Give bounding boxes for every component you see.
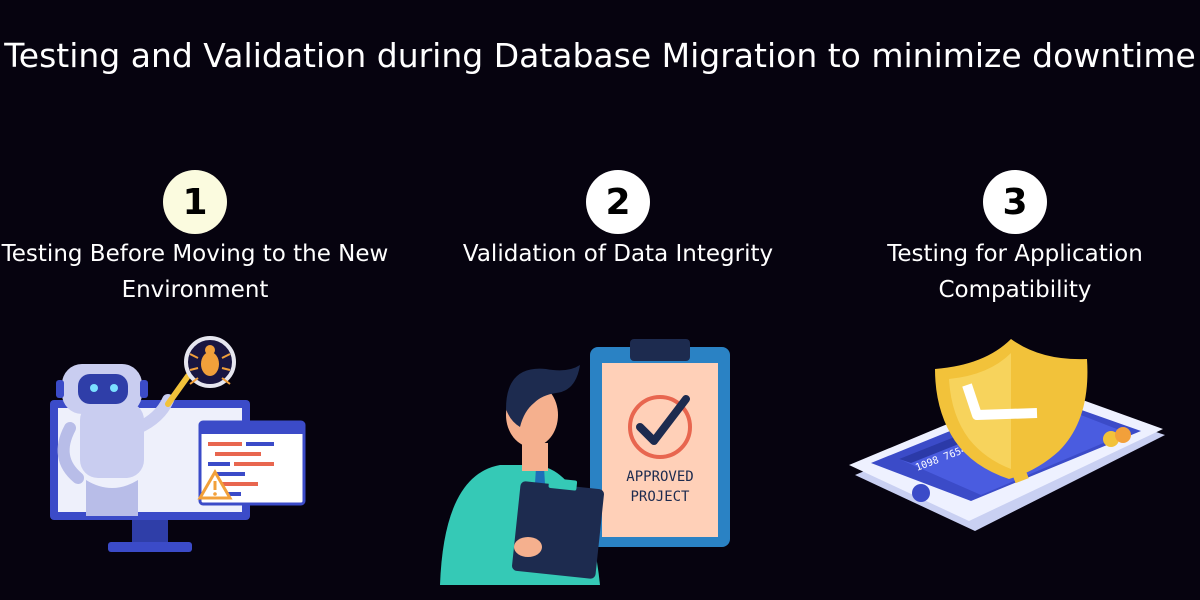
monitor-neck — [132, 520, 168, 542]
page-title: Testing and Validation during Database M… — [4, 36, 1196, 75]
step-1-label: Testing Before Moving to the New Environ… — [1, 241, 389, 303]
bug-icon — [184, 336, 236, 388]
pen-icon — [165, 373, 191, 407]
shield-icon — [935, 339, 1088, 479]
robot-testing-illustration — [50, 336, 306, 552]
clipboard-text-approved: APPROVED — [626, 469, 693, 485]
step-1-number-badge: 1 — [163, 170, 227, 234]
warning-icon — [197, 468, 233, 500]
step-2: 2 Validation of Data Integrity — [418, 170, 818, 272]
monitor-stand — [108, 542, 192, 552]
step-2-label: Validation of Data Integrity — [462, 241, 774, 267]
code-window-titlebar — [200, 422, 304, 434]
step-1: 1 Testing Before Moving to the New Envir… — [0, 170, 395, 308]
robot — [56, 364, 174, 516]
check-icon — [628, 395, 692, 459]
step-3-label: Testing for Application Compatibility — [887, 241, 1143, 303]
clipboard-text-project: PROJECT — [630, 489, 690, 505]
step-2-number-badge: 2 — [586, 170, 650, 234]
approved-project-illustration: APPROVED PROJECT — [440, 339, 730, 585]
step-3-number-badge: 3 — [983, 170, 1047, 234]
secure-phone-illustration: 1098 7654 3210 — [849, 339, 1165, 531]
step-3: 3 Testing for Application Compatibility — [815, 170, 1200, 308]
clipboard-board — [590, 339, 730, 547]
handheld-clipboard — [512, 478, 604, 579]
